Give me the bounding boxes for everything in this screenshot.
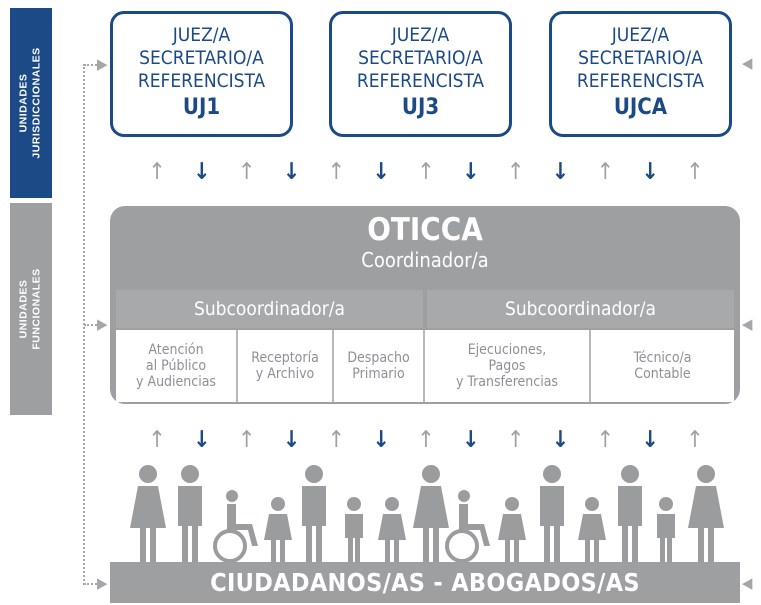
area-executions-payments: Ejecuciones, Pagos y Transferencias xyxy=(425,330,591,402)
unit-role-referencist: REFERENCISTA xyxy=(137,70,266,92)
functional-areas: Atención al Público y Audiencias Recepto… xyxy=(116,330,734,402)
person-icon xyxy=(413,465,449,562)
person-icon xyxy=(264,497,292,562)
person-icon xyxy=(578,497,606,562)
unit-role-referencist: REFERENCISTA xyxy=(356,70,485,92)
connector-to-footer xyxy=(84,583,104,585)
arrow-down-icon: ↓ xyxy=(641,427,659,453)
arrow-row-top: ↑ ↓ ↑ ↓ ↑ ↓ ↑ ↓ ↑ ↓ ↑ ↓ ↑ xyxy=(146,160,706,184)
unit-role-judge: JUEZ/A xyxy=(611,24,670,46)
arrow-right-icon xyxy=(97,57,107,72)
unit-role-judge: JUEZ/A xyxy=(391,24,450,46)
arrow-left-icon xyxy=(742,317,752,332)
person-icon xyxy=(378,497,406,562)
wheelchair-icon xyxy=(445,490,490,563)
subcoordinator-left: Subcoordinador/a xyxy=(116,290,423,328)
person-icon xyxy=(618,465,642,562)
arrow-up-icon: ↑ xyxy=(148,427,166,453)
unit-role-secretary: SECRETARIO/A xyxy=(358,47,483,69)
jurisdictional-units-text: UNIDADES JURISDICCIONALES xyxy=(18,47,44,159)
person-icon xyxy=(688,465,724,562)
unit-role-judge: JUEZ/A xyxy=(172,24,231,46)
arrow-up-icon: ↑ xyxy=(148,159,166,185)
person-icon xyxy=(657,497,675,562)
arrow-down-icon: ↓ xyxy=(551,427,570,453)
unit-card-uj1: JUEZ/A SECRETARIO/A REFERENCISTA UJ1 xyxy=(110,11,293,137)
unit-card-uj3: JUEZ/A SECRETARIO/A REFERENCISTA UJ3 xyxy=(329,11,512,137)
person-icon xyxy=(345,497,363,562)
person-icon xyxy=(130,465,166,562)
arrow-right-icon xyxy=(97,576,107,591)
unit-code: UJ1 xyxy=(182,95,221,120)
wheelchair-icon xyxy=(213,490,258,563)
area-accounting-technician: Técnico/a Contable xyxy=(591,330,734,402)
arrow-up-icon: ↑ xyxy=(686,159,704,185)
unit-role-secretary: SECRETARIO/A xyxy=(578,47,703,69)
functional-units-label: UNIDADES FUNCIONALES xyxy=(10,203,52,415)
arrow-down-icon: ↓ xyxy=(372,159,390,185)
arrow-left-icon xyxy=(742,56,752,71)
arrow-up-icon: ↑ xyxy=(237,427,256,453)
arrow-down-icon: ↓ xyxy=(193,159,211,185)
arrow-up-icon: ↑ xyxy=(596,159,614,185)
arrow-up-icon: ↑ xyxy=(596,427,614,453)
arrow-down-icon: ↓ xyxy=(282,159,301,185)
person-icon xyxy=(540,465,564,562)
connector-to-uj1 xyxy=(84,64,104,66)
arrow-down-icon: ↓ xyxy=(462,159,480,185)
oticca-coordinator: Coordinador/a xyxy=(361,248,489,272)
connector-to-oticca xyxy=(84,324,104,326)
area-primary-dispatch: Despacho Primario xyxy=(334,330,425,402)
arrow-right-icon xyxy=(97,317,107,332)
arrow-down-icon: ↓ xyxy=(641,159,659,185)
arrow-down-icon: ↓ xyxy=(462,427,480,453)
citizens-illustration xyxy=(130,465,724,563)
oticca-title: OTICCA xyxy=(367,212,483,248)
unit-role-secretary: SECRETARIO/A xyxy=(139,47,264,69)
unit-role-referencist: REFERENCISTA xyxy=(576,70,705,92)
functional-units-text: UNIDADES FUNCIONALES xyxy=(18,268,43,350)
arrow-down-icon: ↓ xyxy=(551,159,570,185)
arrow-down-icon: ↓ xyxy=(282,427,301,453)
arrow-up-icon: ↑ xyxy=(417,159,435,185)
unit-code: UJ3 xyxy=(401,95,440,120)
arrow-up-icon: ↑ xyxy=(237,159,256,185)
unit-code: UJCA xyxy=(613,95,668,120)
person-icon xyxy=(302,465,326,562)
arrow-up-icon: ↑ xyxy=(506,159,525,185)
unit-card-ujca: JUEZ/A SECRETARIO/A REFERENCISTA UJCA xyxy=(549,11,732,137)
area-public-attention: Atención al Público y Audiencias xyxy=(116,330,238,402)
jurisdictional-units-label: UNIDADES JURISDICCIONALES xyxy=(10,8,52,198)
citizens-lawyers-bar: CIUDADANOS/AS - ABOGADOS/AS xyxy=(110,562,740,603)
arrow-left-icon xyxy=(742,576,752,591)
arrow-up-icon: ↑ xyxy=(506,427,525,453)
subcoordinator-right: Subcoordinador/a xyxy=(427,290,734,328)
person-icon xyxy=(178,465,202,562)
arrow-up-icon: ↑ xyxy=(327,427,345,453)
arrow-up-icon: ↑ xyxy=(327,159,345,185)
area-reception-archive: Receptoría y Archivo xyxy=(238,330,334,402)
arrow-up-icon: ↑ xyxy=(417,427,435,453)
arrow-row-bottom: ↑ ↓ ↑ ↓ ↑ ↓ ↑ ↓ ↑ ↓ ↑ ↓ ↑ xyxy=(146,428,706,452)
arrow-up-icon: ↑ xyxy=(686,427,704,453)
oticca-box: OTICCA Coordinador/a Subcoordinador/a Su… xyxy=(110,206,740,404)
arrow-down-icon: ↓ xyxy=(193,427,211,453)
person-icon xyxy=(498,497,526,562)
arrow-down-icon: ↓ xyxy=(372,427,390,453)
